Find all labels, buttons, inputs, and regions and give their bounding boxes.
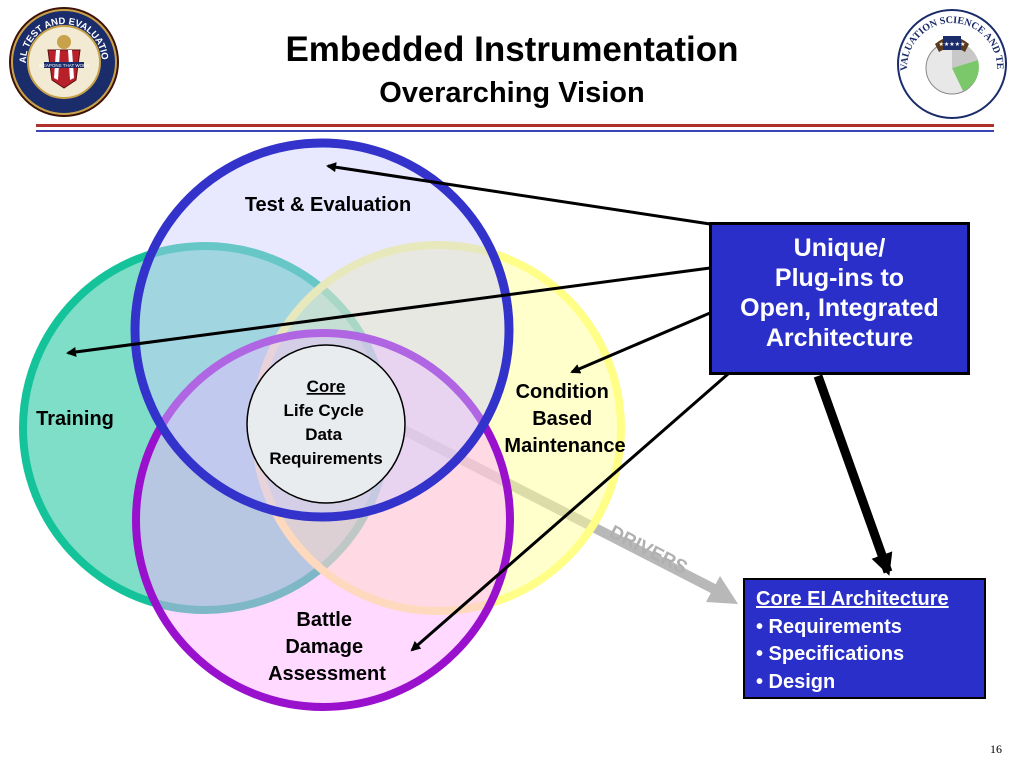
page-subtitle: Overarching Vision — [379, 77, 645, 109]
page-number: 16 — [990, 742, 1002, 756]
core-ei-item: • Requirements — [756, 615, 902, 638]
svg-text:★★★★★: ★★★★★ — [939, 41, 966, 48]
label-test-evaluation: Test & Evaluation — [245, 194, 411, 216]
arrow-to-condition-based-maintenance — [570, 311, 711, 374]
plugins-line: Architecture — [765, 324, 914, 352]
drivers-label: DRIVERS — [606, 522, 691, 579]
label-training: Training — [36, 408, 114, 430]
circle-test-evaluation — [130, 138, 514, 522]
core-ei-item: • Design — [756, 670, 836, 693]
core-ei-item: • Specifications — [756, 643, 905, 665]
plugins-line: Plug-ins to — [774, 264, 905, 292]
core-ei-header: Core EI Architecture — [756, 588, 949, 610]
dote-seal-banner: WEAPONS THAT WORK — [39, 63, 90, 68]
plugins-line: Open, Integrated — [740, 294, 939, 322]
plugins-callout-box: Unique/ Plug-ins to Open, Integrated Arc… — [709, 222, 970, 375]
label-condition-based-maintenance: Condition Based Maintenance — [504, 381, 625, 457]
core-ei-architecture-box: Core EI Architecture • Requirements • Sp… — [743, 578, 986, 699]
arrow-to-core-ei-architecture — [813, 374, 893, 576]
test-evaluation-science-technology-logo: TEST AND EVALUATION SCIENCE AND TECHNOLO… — [893, 8, 1007, 119]
plugins-line: Unique/ — [793, 234, 886, 262]
page-title: Embedded Instrumentation — [285, 30, 739, 69]
label-battle-damage-assessment: Battle Damage Assessment — [268, 609, 386, 685]
arrow-to-training — [66, 266, 711, 357]
header-rule-red — [36, 124, 994, 127]
arrow-to-battle-damage-assessment — [410, 372, 729, 652]
arrow-to-test-evaluation — [326, 162, 711, 226]
core-lines: Life Cycle Data Requirements — [269, 401, 382, 468]
dote-seal-logo: OPERATIONAL TEST AND EVALUATION DIRECTOR… — [8, 6, 119, 117]
header-rule-blue — [36, 130, 994, 132]
core-title: Core — [307, 377, 346, 396]
core-circle — [246, 344, 406, 504]
